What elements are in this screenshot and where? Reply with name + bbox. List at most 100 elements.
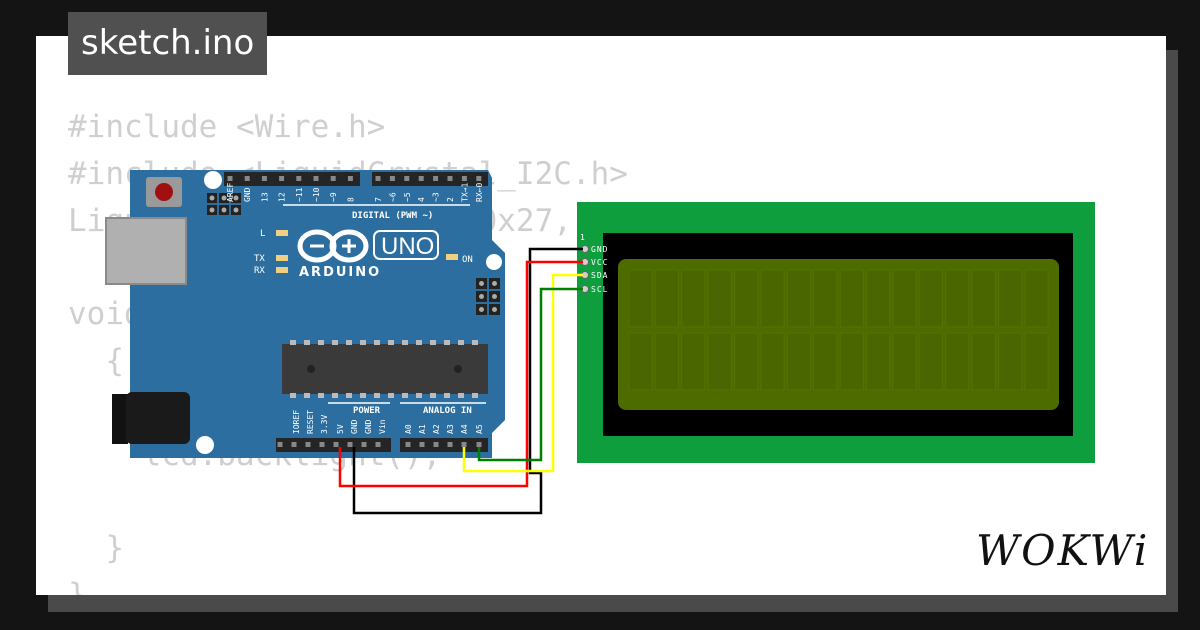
header-pin[interactable] <box>313 176 319 181</box>
analog-pin-label: A1 <box>418 424 427 434</box>
top-pin-label: TX→1 <box>460 183 469 202</box>
wire-sda[interactable] <box>462 273 583 473</box>
icsp-header-usb <box>207 193 241 215</box>
led-rx <box>276 267 288 273</box>
header-pin[interactable] <box>296 176 302 181</box>
header-pin[interactable] <box>375 176 381 181</box>
header-pin[interactable] <box>476 442 482 447</box>
top-pin-label: 2 <box>446 197 455 202</box>
wokwi-logo: WOKWi <box>976 526 1150 575</box>
top-pin-label: ~11 <box>295 187 304 202</box>
top-pin-label: 7 <box>374 197 383 202</box>
digital-label: DIGITAL (PWM ~) <box>352 211 433 221</box>
power-pin-label: GND <box>350 419 359 434</box>
power-pin-label: IOREF <box>292 410 301 434</box>
atmega-chip <box>282 344 488 394</box>
power-pin-label: GND <box>364 419 373 434</box>
barrel-jack-base <box>112 394 128 444</box>
header-pin[interactable] <box>347 176 353 181</box>
analog-pin-label: A0 <box>404 424 413 434</box>
power-jack <box>126 392 190 444</box>
uno-badge <box>373 230 439 260</box>
top-pin-label: ~10 <box>312 187 321 202</box>
header-pin[interactable] <box>291 442 297 447</box>
mounting-hole <box>196 436 214 454</box>
lcd-pin-label: SDA <box>591 271 608 280</box>
wire-vcc[interactable] <box>338 260 583 488</box>
reset-button[interactable] <box>155 183 173 201</box>
lcd-pin-label: VCC <box>591 258 608 267</box>
header-pin[interactable] <box>227 176 233 181</box>
digital-header-left <box>224 172 360 186</box>
arduino-infinity-logo-icon <box>297 229 369 263</box>
top-pin-label: ~9 <box>329 192 338 202</box>
icsp-header <box>476 278 500 315</box>
top-pin-label: ~5 <box>403 192 412 202</box>
header-pin[interactable] <box>447 176 453 181</box>
led-on-label: ON <box>462 255 473 265</box>
power-pin-label: 3.3V <box>320 415 329 434</box>
file-tab-sketch-ino[interactable]: sketch.ino <box>68 12 268 75</box>
usb-port <box>105 217 187 285</box>
led-l-label: L <box>260 229 265 239</box>
header-pin[interactable] <box>244 176 250 181</box>
header-pin[interactable] <box>405 442 411 447</box>
top-pin-label: 13 <box>260 192 269 202</box>
header-pin[interactable] <box>305 442 311 447</box>
analog-pin-label: A4 <box>460 424 469 434</box>
power-pin-label: RESET <box>306 410 315 434</box>
header-pin[interactable] <box>347 442 353 447</box>
top-pin-label: ~3 <box>432 192 441 202</box>
lcd-pin-label: SCL <box>591 285 608 294</box>
top-pin-label: RX←0 <box>475 183 484 202</box>
header-pin[interactable] <box>476 176 482 181</box>
header-pin[interactable] <box>361 442 367 447</box>
analog-pin-label: A5 <box>475 424 484 434</box>
header-pin[interactable] <box>330 176 336 181</box>
header-pin[interactable] <box>418 176 424 181</box>
header-pin[interactable] <box>404 176 410 181</box>
power-pin-label: 5V <box>336 424 345 434</box>
header-pin[interactable] <box>277 442 283 447</box>
header-pin[interactable] <box>261 176 267 181</box>
header-pin[interactable] <box>433 442 439 447</box>
header-pin[interactable] <box>319 442 325 447</box>
analog-label: ANALOG IN <box>423 406 472 416</box>
analog-pin-label: A3 <box>446 424 455 434</box>
board-brand: ARDUINO <box>299 265 381 280</box>
wire-scl[interactable] <box>477 287 583 462</box>
lcd-1602-i2c[interactable]: 1 GND VCC SDA SCL <box>577 202 1095 463</box>
analog-pin-label: A2 <box>432 424 441 434</box>
power-pin-label: Vin <box>378 419 387 434</box>
digital-header-right <box>372 172 488 186</box>
lcd-pin-label: GND <box>591 245 608 254</box>
wires[interactable] <box>338 247 583 515</box>
header-pin[interactable] <box>447 442 453 447</box>
led-l <box>276 230 288 236</box>
code-line: #include <Wire.h> <box>68 109 386 145</box>
mounting-hole <box>486 254 502 270</box>
wire-gnd[interactable] <box>352 247 583 515</box>
code-line: { <box>68 342 124 379</box>
led-on <box>446 254 458 260</box>
top-pin-label: ~6 <box>388 192 397 202</box>
header-pin[interactable] <box>461 442 467 447</box>
header-pin[interactable] <box>419 442 425 447</box>
led-rx-label: RX <box>254 266 265 276</box>
led-tx <box>276 255 288 261</box>
code-line: } <box>68 576 87 595</box>
code-line: } <box>68 530 124 567</box>
header-pin[interactable] <box>461 176 467 181</box>
lcd-pin1-label: 1 <box>580 233 585 242</box>
header-pin[interactable] <box>279 176 285 181</box>
header-pin[interactable] <box>389 176 395 181</box>
header-pin[interactable] <box>433 176 439 181</box>
led-tx-label: TX <box>254 254 265 264</box>
header-pin[interactable] <box>333 442 339 447</box>
board-model: UNO <box>381 233 434 260</box>
header-pin[interactable] <box>375 442 381 447</box>
top-pin-label: AREF <box>226 183 235 202</box>
top-pin-label: 8 <box>346 197 355 202</box>
